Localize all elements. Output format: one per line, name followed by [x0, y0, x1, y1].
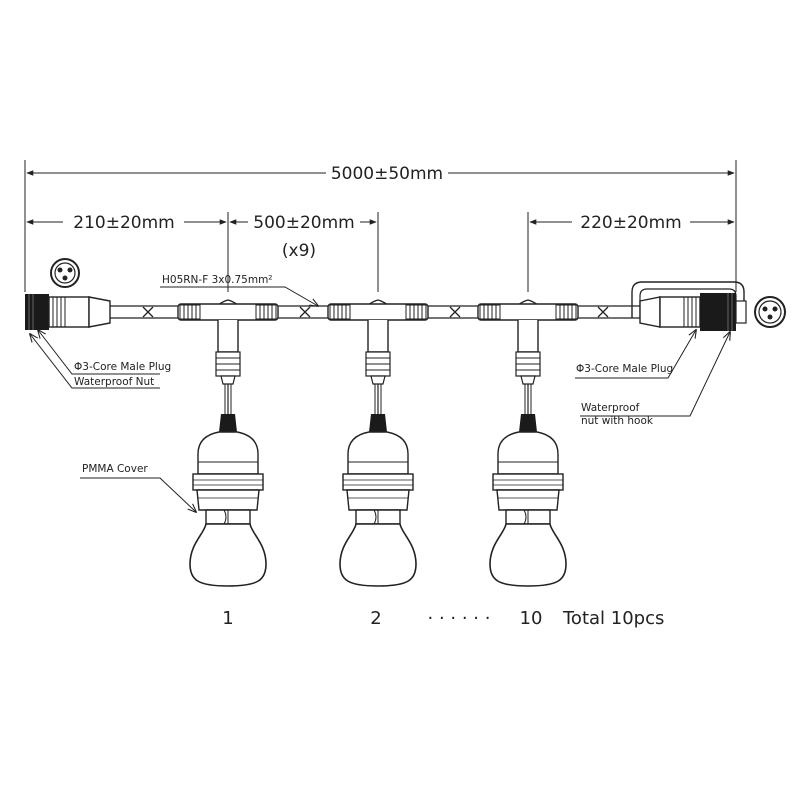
cable-spec-callout: H05RN-F 3x0.75mm² — [162, 274, 273, 286]
lamp-unit-1 — [177, 299, 279, 587]
count-last: 10 — [520, 608, 543, 629]
right-male-plug — [631, 281, 786, 331]
right-nut-callout-line1: Waterproof — [581, 402, 640, 414]
spacing-repeat-label: (x9) — [282, 241, 316, 261]
pmma-cover-callout: PMMA Cover — [82, 463, 148, 475]
dimension-lines — [24, 160, 737, 292]
left-male-plug — [25, 258, 111, 330]
count-dots: · · · · · · — [428, 608, 491, 629]
first-segment-label: 210±20mm — [73, 213, 174, 233]
left-nut-callout: Waterproof Nut — [74, 376, 154, 388]
lamp-unit-10 — [477, 299, 579, 587]
lamp-unit-2 — [327, 299, 429, 587]
right-waterproof-nut — [700, 293, 736, 331]
spacing-label: 500±20mm — [253, 213, 354, 233]
count-second: 2 — [370, 608, 381, 629]
right-nut-callout-line2: nut with hook — [581, 415, 654, 427]
count-total: Total 10pcs — [562, 608, 664, 629]
total-length-label: 5000±50mm — [331, 164, 443, 184]
hook — [631, 281, 745, 318]
callout-lines — [30, 286, 730, 512]
left-plug-callout: Φ3-Core Male Plug — [74, 361, 171, 373]
count-first: 1 — [222, 608, 233, 629]
right-plug-callout: Φ3-Core Male Plug — [576, 363, 673, 375]
last-segment-label: 220±20mm — [580, 213, 681, 233]
